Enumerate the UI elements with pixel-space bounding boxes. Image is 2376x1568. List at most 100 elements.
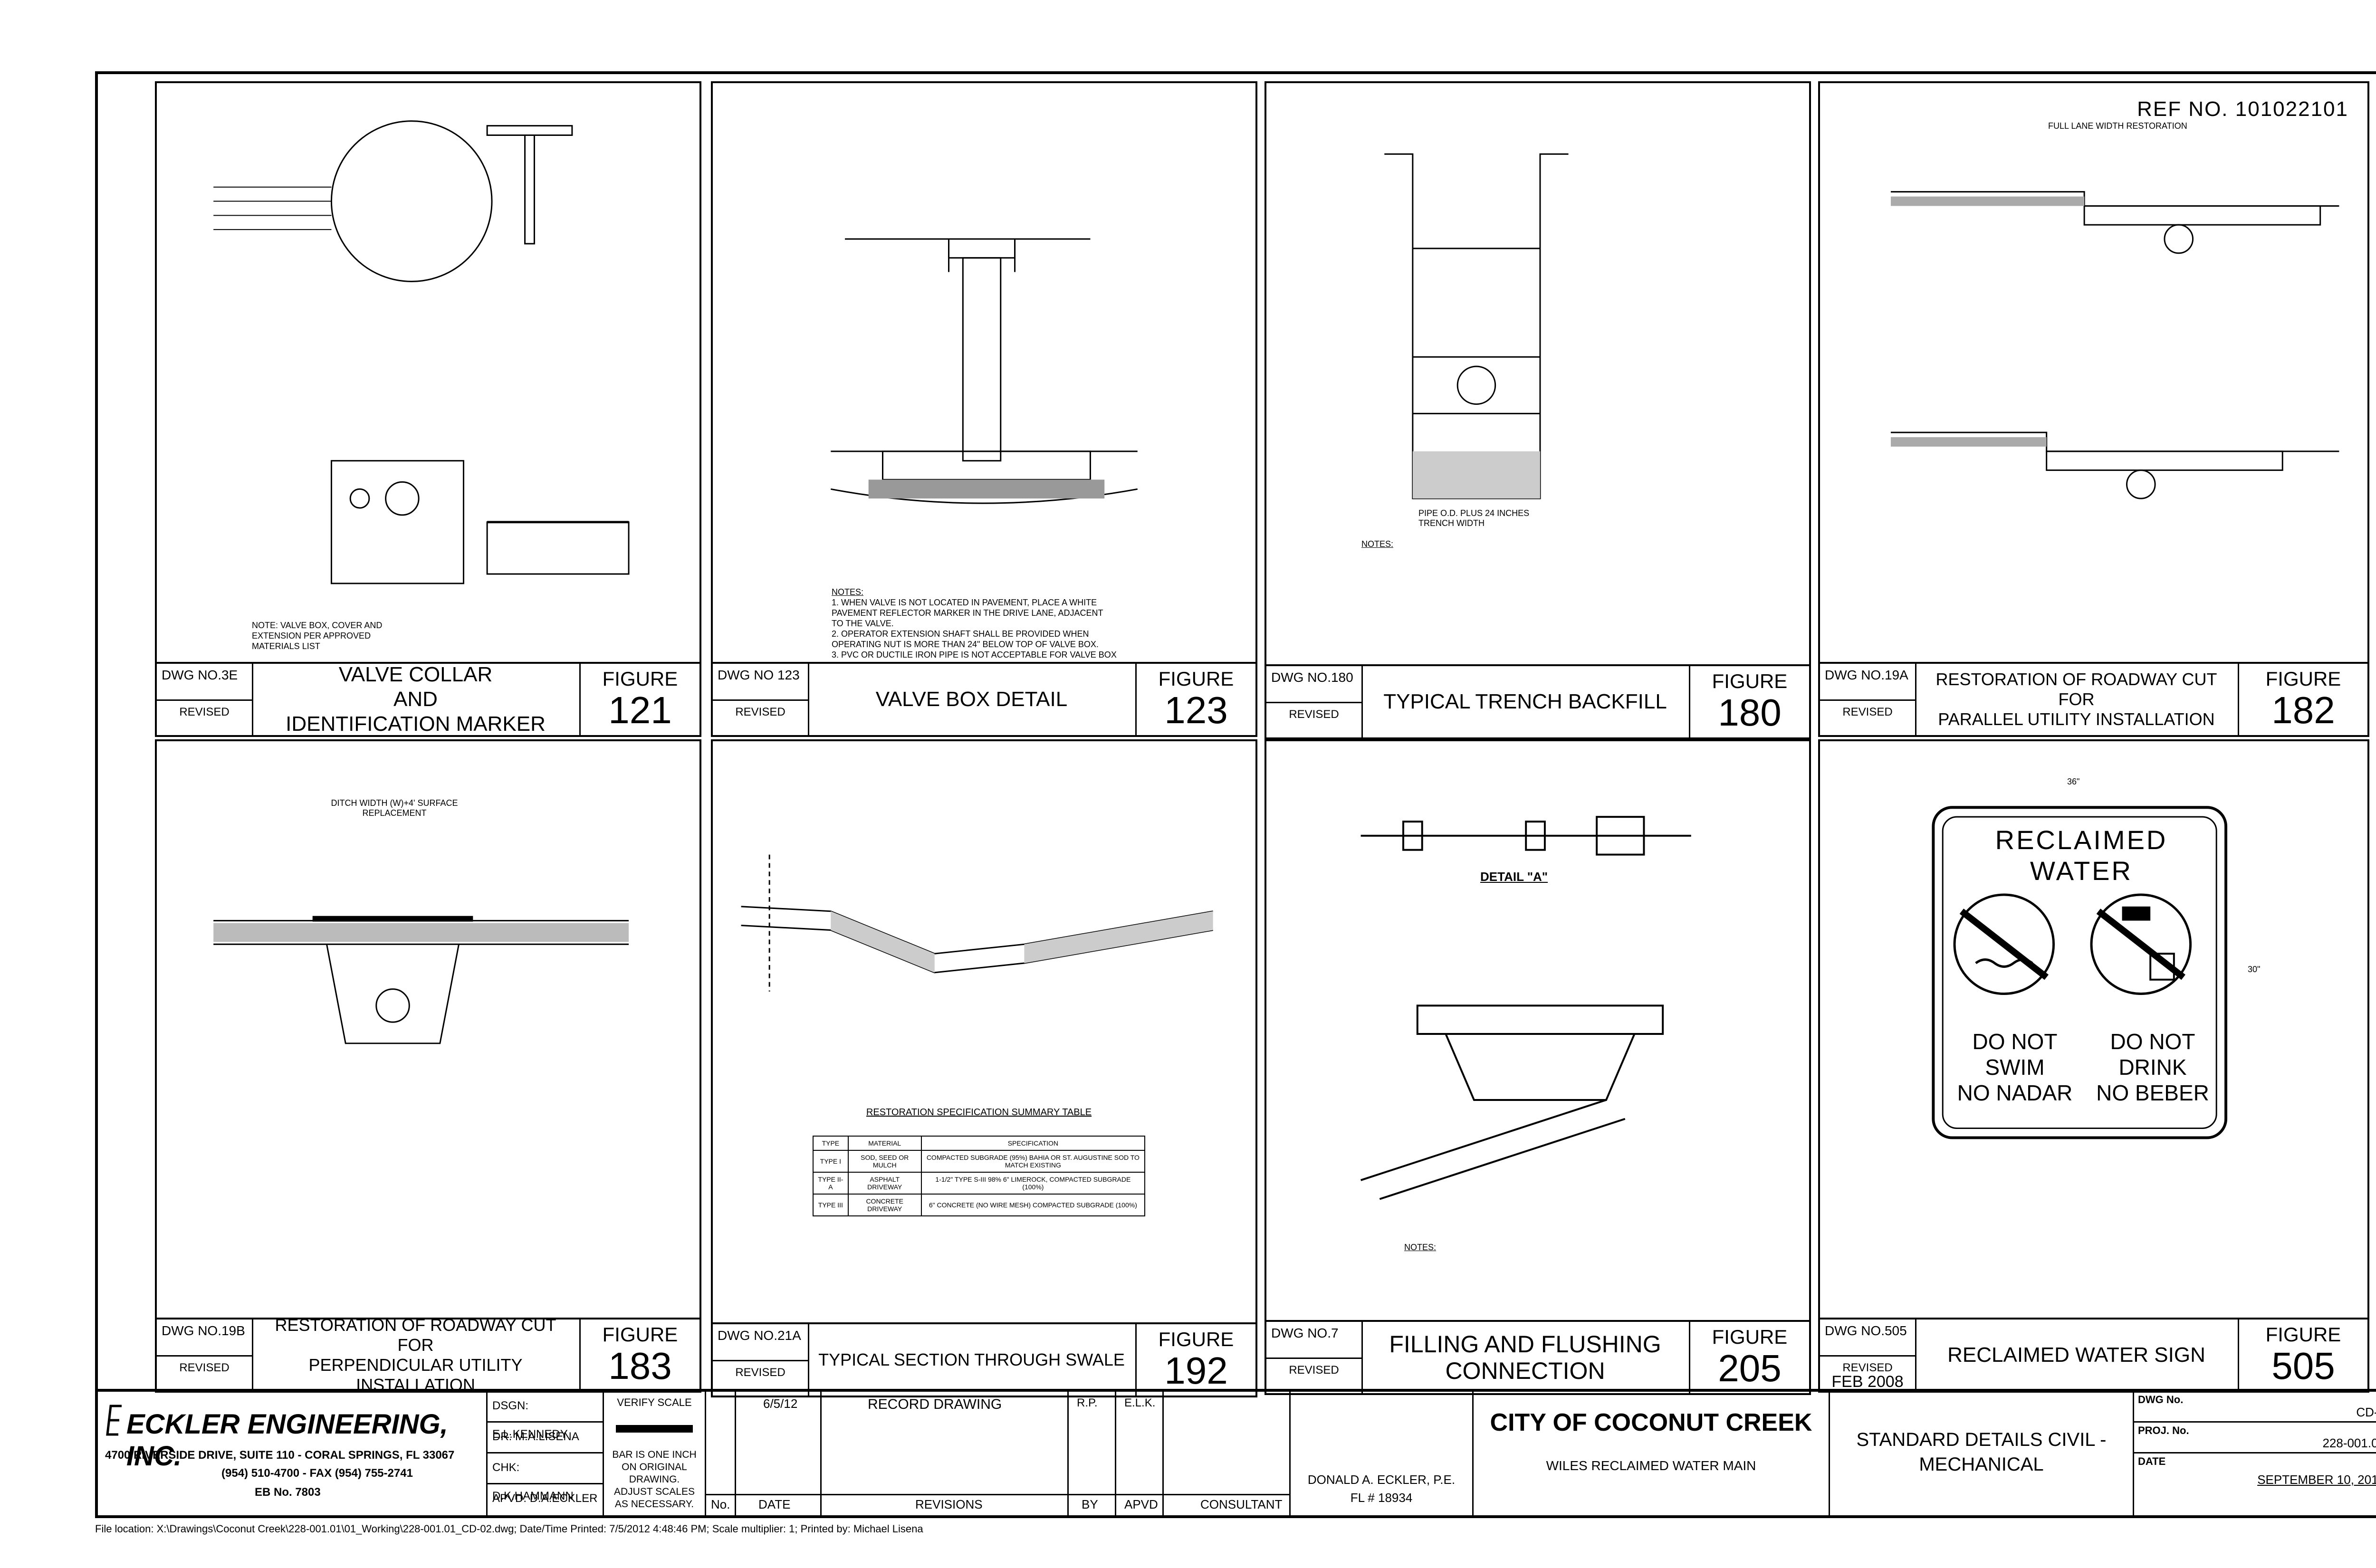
panel-figure-205: DETAIL "A" NOTES: DWG NO.7 REVISED FILLI… [1265,739,1811,1395]
panel-121-note: NOTE: VALVE BOX, COVER AND EXTENSION PER… [252,621,383,651]
figure-title-line: FOR [397,1335,434,1355]
title-block: DWG NO.21A REVISED TYPICAL SECTION THROU… [713,1322,1255,1396]
firm-phone: (954) 510-4700 - FAX (954) 755-2741 [221,1467,413,1480]
title-block: DWG NO.180 REVISED TYPICAL TRENCH BACKFI… [1266,664,1809,737]
figure-title-line: PERPENDICULAR UTILITY INSTALLATION [308,1355,523,1395]
sheet-title-line: STANDARD DETAILS CIVIL - [1856,1429,2107,1450]
firm-block: ECKLER ENGINEERING, INC. 4700 RIVERSIDE … [98,1392,488,1515]
sheet-title-block: ECKLER ENGINEERING, INC. 4700 RIVERSIDE … [98,1389,2376,1515]
firm-logo-icon [106,1405,122,1436]
engineer-name: DONALD A. ECKLER, P.E. [1307,1472,1456,1487]
revision-header: APVD [1124,1497,1158,1511]
revised-label: REVISED [713,699,808,719]
signature-row: CHK: D.K.HAMMANN [488,1453,603,1502]
sheet-title-cell: STANDARD DETAILS CIVIL - MECHANICAL [1830,1392,2134,1515]
figure-label: FIGURE [602,1323,678,1346]
panel-figure-121: NOTE: VALVE BOX, COVER AND EXTENSION PER… [155,81,701,737]
figure-title-line: AND [393,688,438,711]
perpendicular-restoration-drawing: DITCH WIDTH (W)+4' SURFACE REPLACEMENT [157,741,699,1319]
revision-grid-lines [706,1494,1289,1495]
valve-box-drawing: NOTES: 1. WHEN VALVE IS NOT LOCATED IN P… [713,83,1255,664]
revision-header: DATE [758,1497,791,1511]
title-block: DWG NO.19B REVISED RESTORATION OF ROADWA… [157,1315,699,1395]
panel-205-notes-heading: NOTES: [1404,1243,1437,1252]
figure-number: 205 [1718,1347,1782,1389]
dwg-number: DWG NO.19A [1825,668,1908,682]
sign-right-line: DO NOT [2110,1029,2195,1054]
parallel-svg [1890,191,2339,499]
figure-title-line: FILLING AND FLUSHING [1389,1331,1661,1358]
panel-figure-183: DITCH WIDTH (W)+4' SURFACE REPLACEMENT D… [155,739,701,1395]
reclaimed-sign-drawing: RECLAIMED WATER 36" 30" DO NOT SWIM NO N… [1820,741,2367,1319]
scale-bar [616,1425,693,1433]
table-cell: MATERIAL [847,1136,922,1151]
figure-title-line: PARALLEL UTILITY INSTALLATION [1938,709,2215,729]
title-block: DWG NO.3E REVISED VALVE COLLAR AND IDENT… [157,662,699,736]
dwg-number: DWG NO.180 [1271,670,1353,685]
sign-left-line: NO NADAR [1957,1080,2073,1105]
figure-label: FIGURE [2265,1323,2341,1346]
proj-no-value: 228-001.01 [2322,1436,2376,1450]
sign-dim-width: 36" [2067,777,2080,786]
firm-eb-number: EB No. 7803 [255,1486,321,1499]
revision-description: RECORD DRAWING [868,1396,1002,1412]
perpendicular-svg [213,916,629,1044]
proj-no-label: PROJ. No. [2138,1425,2189,1436]
dwg-number: DWG NO 123 [718,668,800,682]
signature-row: DSGN: E.L.KENNEDY [488,1392,603,1441]
revised-date: FEB 2008 [1831,1373,1904,1391]
sign-left-line: DO NOT [1972,1029,2058,1054]
swale-svg [741,854,1213,992]
title-block: DWG NO.7 REVISED FILLING AND FLUSHING CO… [1266,1320,1809,1393]
valve-box-svg [830,238,1138,504]
dwg-number: DWG NO.7 [1271,1326,1339,1340]
firm-name: ECKLER ENGINEERING, INC. [126,1409,448,1472]
table-cell: 6" CONCRETE (NO WIRE MESH) COMPACTED SUB… [920,1194,1146,1216]
table-cell: COMPACTED SUBGRADE (95%) BAHIA OR ST. AU… [920,1150,1146,1173]
figure-label: FIGURE [602,668,678,690]
panel-figure-180: PIPE O.D. PLUS 24 INCHES TRENCH WIDTH NO… [1265,81,1811,739]
sign-svg [1932,806,2228,1139]
sign-dim-height: 30" [2248,965,2261,974]
sign-left-line: SWIM [1985,1055,2045,1080]
title-block: DWG NO.505 REVISED FEB 2008 RECLAIMED WA… [1820,1318,2367,1391]
sign-right-line: DRINK [2118,1055,2187,1080]
figure-title-line: VALVE COLLAR [338,663,493,686]
figure-title-line: VALVE BOX DETAIL [875,688,1068,711]
panel-192-table-title: RESTORATION SPECIFICATION SUMMARY TABLE [866,1107,1092,1118]
panel-180-notes-heading: NOTES: [1361,539,1394,549]
panel-figure-192: RESTORATION SPECIFICATION SUMMARY TABLE … [711,739,1257,1397]
valve-collar-drawing: NOTE: VALVE BOX, COVER AND EXTENSION PER… [157,83,699,664]
figure-title-line: TYPICAL SECTION THROUGH SWALE [818,1350,1125,1369]
figure-label: FIGURE [1712,670,1788,692]
dwg-number: DWG NO.21A [718,1328,801,1343]
date-label: DATE [2138,1455,2166,1467]
file-info: File location: X:\Drawings\Coconut Creek… [95,1523,923,1535]
reference-number: REF NO. 101022101 [2137,97,2348,121]
figure-number: 123 [1164,689,1228,731]
figure-number: 192 [1164,1349,1228,1392]
figure-number: 505 [2271,1345,2335,1387]
sign-title: RECLAIMED WATER [1995,825,2168,886]
figure-number: 121 [608,689,672,731]
signature-row: DR: M.A.LISENA [488,1423,603,1453]
sign-right-line: NO BEBER [2096,1080,2209,1105]
swale-section-drawing: RESTORATION SPECIFICATION SUMMARY TABLE … [713,741,1255,1324]
revision-approved: E.L.K. [1124,1396,1156,1409]
flushing-svg [1360,816,1691,1200]
figure-title-line: FOR [2058,689,2095,709]
verify-scale-note: BAR IS ONE INCH ON ORIGINAL DRAWING. ADJ… [612,1449,697,1510]
table-cell: 1-1/2" TYPE S-III 98% 6" LIMEROCK, COMPA… [920,1172,1146,1195]
revised-label: REVISED [1820,699,1915,719]
dwg-number: DWG NO.3E [162,668,238,682]
revised-label: REVISED [157,699,252,719]
engineer-license: FL # 18934 [1350,1491,1413,1505]
revision-header: REVISIONS [915,1497,983,1511]
revised-label: REVISED [1266,702,1361,721]
table-cell: TYPE II-A [813,1172,849,1195]
figure-title-line: RESTORATION OF ROADWAY CUT [275,1315,556,1335]
